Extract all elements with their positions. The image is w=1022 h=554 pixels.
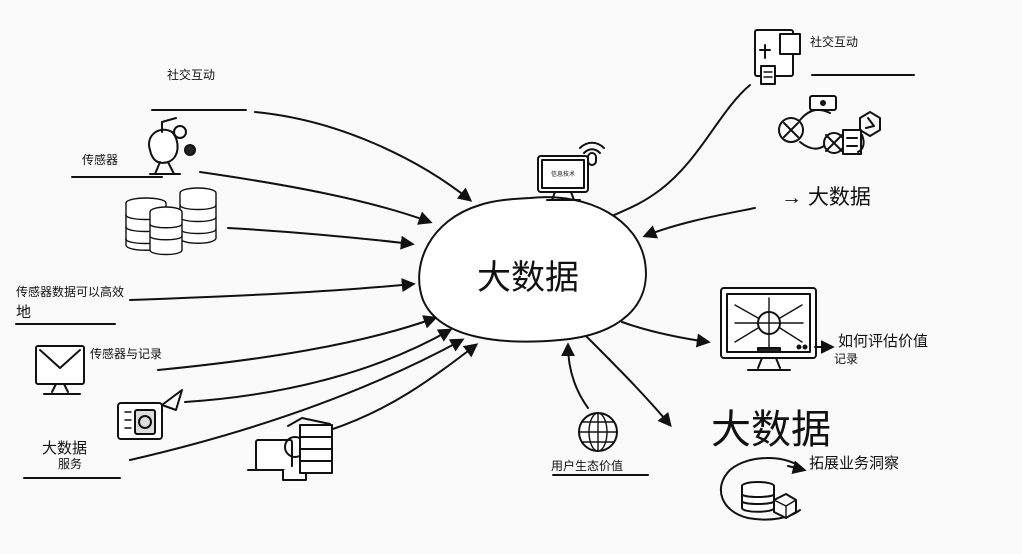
arrow-social-right [611, 84, 751, 217]
globe-icon [578, 412, 618, 452]
label-bigdata-large: 大数据 [711, 408, 831, 452]
central-blob [418, 196, 647, 343]
document-sticky-icon [754, 29, 801, 85]
outgoing-arrows [584, 321, 711, 428]
label-user-value: 用户生态价值 [551, 458, 623, 473]
label-social-left: 社交互动 [167, 67, 215, 82]
label-bigdata-service-2: 服务 [58, 456, 82, 471]
arrow-bigdata-service [129, 338, 465, 461]
label-sensor-data-2: 地 [16, 304, 31, 321]
incoming-arrows [129, 84, 756, 461]
arrow-sensor-data [129, 278, 416, 301]
label-social-right: 社交互动 [810, 34, 858, 49]
monitor-screen-text: 信息技术 [551, 170, 575, 178]
label-arrow-bigdata: → 大数据 [781, 186, 871, 209]
satellite-dish-icon [148, 117, 196, 175]
arrow-bigdata-right [642, 207, 756, 239]
researcher-filing-icon [247, 417, 333, 481]
central-title: 大数据 [477, 259, 579, 297]
label-sensor-data-1: 传感器数据可以高效 [16, 284, 124, 299]
wifi-monitor-icon [537, 141, 605, 201]
arrow-user-value [561, 342, 589, 409]
arrow-database [227, 227, 415, 250]
label-bigdata-service-1: 大数据 [42, 440, 87, 457]
arrow-researcher [329, 343, 479, 431]
database-icon [125, 187, 217, 256]
arrow-sensor-record [157, 315, 438, 371]
arrow-printer [184, 328, 453, 403]
arrow-social-left [254, 111, 473, 202]
printer-scanner-icon [117, 389, 183, 440]
label-evaluate-1: 如何评估价值 [838, 333, 928, 350]
process-gears-icon [778, 95, 881, 155]
label-expand-insight: 拓展业务洞察 [809, 454, 899, 472]
arrow-to-monitor [621, 321, 711, 348]
label-evaluate-2: 记录 [834, 352, 858, 366]
mail-monitor-icon [35, 345, 85, 395]
label-sensor: 传感器 [82, 152, 118, 167]
database-loop-icon [719, 457, 807, 521]
arrow-to-bigdata-large [584, 334, 672, 428]
arrow-sensor [199, 171, 433, 225]
analytics-monitor-icon [720, 287, 817, 371]
label-sensor-record: 传感器与记录 [90, 346, 162, 361]
